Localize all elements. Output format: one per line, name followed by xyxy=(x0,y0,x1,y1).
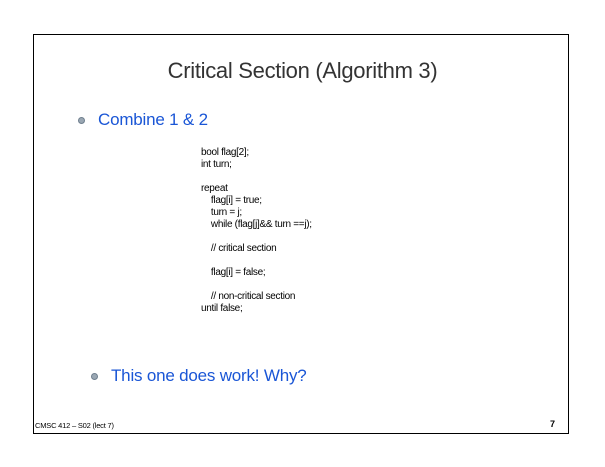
code-line: turn = j; xyxy=(201,207,242,218)
slide-frame xyxy=(33,34,569,434)
code-line xyxy=(201,255,312,267)
code-line: flag[i] = true; xyxy=(201,195,262,206)
bullet-dot-icon xyxy=(78,116,85,124)
code-line: until false; xyxy=(201,303,243,314)
code-line: bool flag[2]; xyxy=(201,147,249,158)
bullet-dot-icon xyxy=(91,372,98,380)
code-line: // non-critical section xyxy=(201,291,296,302)
course-footer: CMSC 412 – S02 (lect 7) xyxy=(35,421,114,430)
bullet-text: This one does work! Why? xyxy=(111,366,307,385)
page-number: 7 xyxy=(550,419,556,429)
code-block: bool flag[2]; int turn; repeat flag[i] =… xyxy=(201,147,312,315)
code-line: flag[i] = false; xyxy=(201,267,266,278)
bullet-item: This one does work! Why? xyxy=(91,366,307,386)
slide-title: Critical Section (Algorithm 3) xyxy=(167,58,438,83)
bullet-item: Combine 1 & 2 xyxy=(78,110,208,130)
bullet-text: Combine 1 & 2 xyxy=(98,110,208,129)
code-line xyxy=(201,171,312,183)
code-line: int turn; xyxy=(201,159,232,170)
code-line: repeat xyxy=(201,183,228,194)
code-line: while (flag[j]&& turn ==j); xyxy=(201,219,312,230)
code-line: // critical section xyxy=(201,243,277,254)
code-line xyxy=(201,279,312,291)
code-line xyxy=(201,231,312,243)
